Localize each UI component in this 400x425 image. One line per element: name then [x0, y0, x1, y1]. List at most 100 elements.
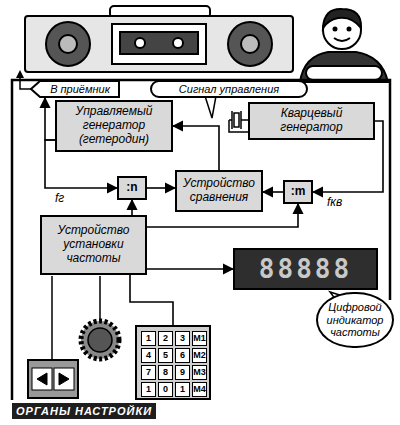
- arrow-head: [16, 70, 24, 78]
- speaker: [228, 22, 272, 66]
- man-body: [300, 52, 388, 82]
- crystal: [234, 113, 239, 127]
- key-button: 6: [175, 348, 190, 363]
- plate: [231, 111, 233, 129]
- man-hair: [323, 9, 361, 28]
- key-button: 9: [175, 365, 190, 380]
- speaker-cone: [59, 35, 77, 53]
- knob-cap: [88, 328, 112, 352]
- key-button: M2: [192, 348, 207, 363]
- man-smile: [334, 38, 350, 41]
- key-button: 0: [158, 382, 173, 397]
- reel: [173, 38, 183, 48]
- node-text: :n: [126, 181, 137, 195]
- key-button: 1: [175, 382, 190, 397]
- man-eye: [348, 28, 351, 31]
- connector: [130, 275, 173, 325]
- button: [32, 368, 52, 390]
- node-text: 88888: [259, 254, 352, 284]
- wire: [99, 276, 101, 320]
- process-box: Устройство сравнения: [175, 170, 263, 212]
- caption-band: ОРГАНЫ НАСТРОЙКИ: [12, 403, 156, 419]
- cassette-window: [120, 32, 198, 54]
- node-text: M1: [193, 334, 206, 343]
- crystal-symbol: [229, 111, 248, 132]
- key-button: 7: [141, 365, 156, 380]
- frame: [12, 80, 390, 400]
- speaker: [46, 22, 90, 66]
- node-text: M2: [193, 351, 206, 360]
- speaker-cone: [241, 35, 259, 53]
- tuning-buttons: [28, 276, 78, 398]
- key-button: 5: [158, 348, 173, 363]
- node-text: Управляемый генератор (гетеродин): [60, 105, 168, 146]
- node-text: M3: [193, 368, 206, 377]
- button: [54, 368, 74, 390]
- radio-body: [25, 16, 293, 72]
- key-button: 4: [141, 348, 156, 363]
- key-button: 1: [141, 331, 156, 346]
- divider-box: :m: [283, 180, 313, 204]
- key-button: 2: [158, 331, 173, 346]
- key-button: 3: [175, 331, 190, 346]
- node-text: 5: [163, 351, 168, 360]
- signal-label: fг: [54, 192, 65, 205]
- node-text: 3: [180, 334, 185, 343]
- process-box: Управляемый генератор (гетеродин): [55, 100, 173, 152]
- node-text: 8: [163, 368, 168, 377]
- key-button: 8: [158, 365, 173, 380]
- man-arms: [306, 66, 382, 80]
- node-text: 9: [180, 368, 185, 377]
- caption-text: ОРГАНЫ НАСТРОЙКИ: [16, 405, 152, 417]
- tuning-knob: [81, 276, 119, 359]
- callout-bubble: Сигнал управления: [150, 80, 308, 98]
- signal-label: fкв: [326, 196, 343, 209]
- node-text: 1: [180, 385, 185, 394]
- bubble-pointer: [205, 96, 216, 118]
- digital-display: 88888: [233, 248, 378, 290]
- wire: [229, 120, 248, 132]
- man-eye: [334, 28, 337, 31]
- divider-box: :n: [117, 176, 147, 200]
- radio-illustration: [25, 6, 293, 72]
- node-text: Цифровой индикатор частоты: [324, 301, 386, 339]
- node-text: 2: [163, 334, 168, 343]
- callout-arrow: В приёмник: [30, 80, 120, 98]
- process-box: Кварцевый генератор: [248, 102, 375, 140]
- keypad: 123M1456M2789M3101M4: [135, 325, 211, 400]
- key-button: M3: [192, 365, 207, 380]
- arrow-left: [37, 373, 47, 385]
- node-text: 1: [146, 385, 151, 394]
- node-text: M4: [193, 385, 206, 394]
- node-text: 0: [163, 385, 168, 394]
- key-button: 1: [141, 382, 156, 397]
- callout-shape: [31, 81, 119, 97]
- node-text: Устройство установки частоты: [45, 224, 142, 265]
- connector: [147, 187, 175, 189]
- process-box: Устройство установки частоты: [40, 215, 147, 275]
- node-text: 7: [146, 368, 151, 377]
- node-text: В приёмник: [50, 83, 110, 96]
- connector: [45, 98, 55, 140]
- wire: [241, 119, 248, 121]
- arrow-right: [59, 373, 69, 385]
- button-panel: [28, 360, 78, 398]
- node-text: Устройство сравнения: [180, 177, 258, 205]
- node-text: Сигнал управления: [179, 83, 279, 96]
- man-illustration: [300, 9, 388, 82]
- callout-bubble: Цифровой индикатор частоты: [316, 292, 394, 348]
- node-text: Кварцевый генератор: [253, 107, 370, 135]
- connector: [263, 191, 283, 193]
- connector: [131, 200, 133, 215]
- wire: [51, 276, 53, 360]
- connector: [173, 126, 219, 170]
- connector: [147, 268, 233, 270]
- key-button: M1: [192, 331, 207, 346]
- node-text: :m: [291, 185, 306, 199]
- cassette-deck: [112, 24, 206, 64]
- node-text: 4: [146, 351, 151, 360]
- key-button: M4: [192, 382, 207, 397]
- knob-ridges: [81, 321, 119, 359]
- reel: [135, 38, 145, 48]
- node-text: 1: [146, 334, 151, 343]
